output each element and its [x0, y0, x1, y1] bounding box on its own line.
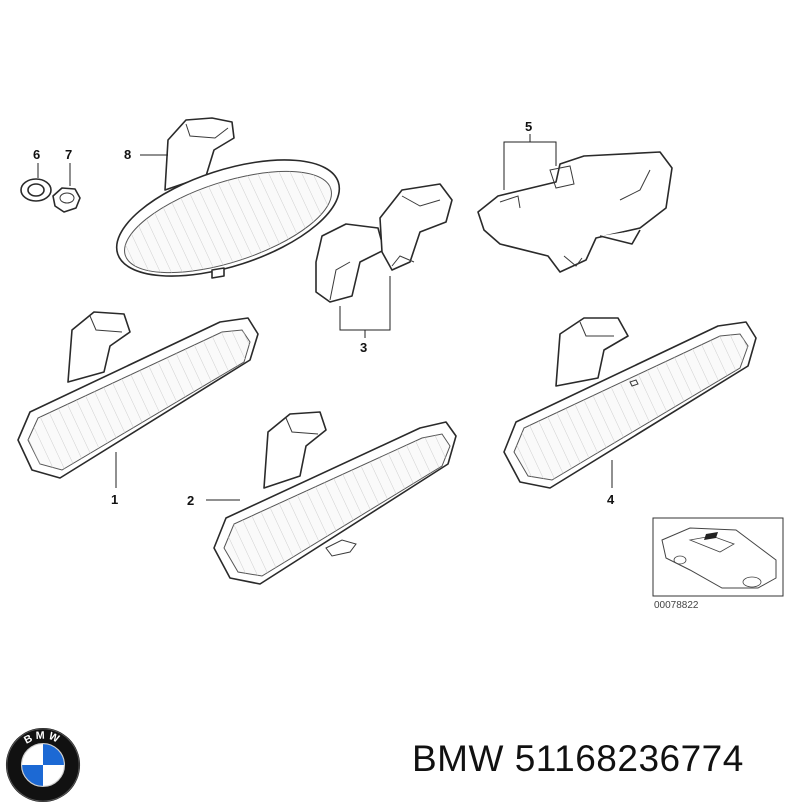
callout-2: 2: [187, 493, 194, 508]
brand-name: BMW: [412, 738, 504, 779]
callout-1: 1: [111, 492, 118, 507]
logo-letters: BMW: [22, 729, 61, 746]
part-8-oval-mirror: [112, 117, 344, 290]
callout-7: 7: [65, 147, 72, 162]
part-5-housing: [477, 134, 673, 273]
svg-text:BMW: BMW: [22, 729, 64, 746]
bmw-logo-icon: BMW: [5, 727, 81, 803]
callout-5: 5: [525, 119, 532, 134]
callout-6: 6: [33, 147, 40, 162]
diagram-reference-code: 00078822: [654, 600, 699, 611]
callout-8: 8: [124, 147, 131, 162]
part-number: 51168236774: [514, 738, 744, 779]
part-2-sensor-mirror: [206, 411, 457, 585]
part-1-rect-mirror: [17, 311, 259, 488]
vehicle-location-thumbnail: [652, 517, 784, 597]
part-6-washer: [20, 163, 52, 202]
part-7-nut: [52, 163, 81, 213]
part-4-large-mirror: [503, 317, 757, 489]
callout-4: 4: [607, 492, 615, 507]
part-title: BMW 51168236774: [412, 738, 744, 780]
callout-3: 3: [360, 340, 367, 355]
part-3-mount-cover: [315, 183, 453, 338]
